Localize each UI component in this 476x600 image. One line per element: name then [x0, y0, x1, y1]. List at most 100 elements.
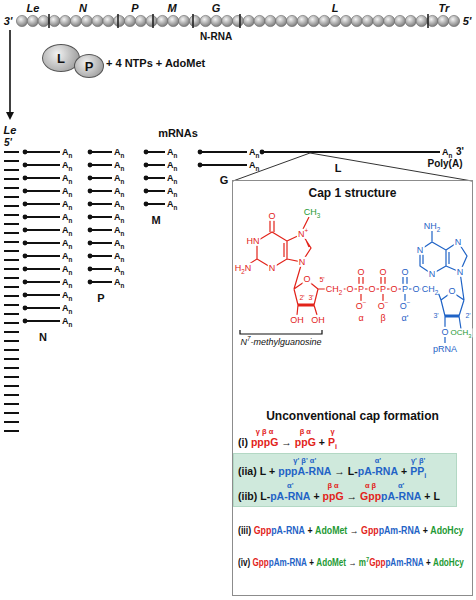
- reaction-term: →: [281, 427, 292, 449]
- text-part: m: [359, 556, 366, 568]
- text-part: A: [114, 212, 121, 222]
- cap-dot: [88, 189, 93, 194]
- nucleoprotein-bead: [448, 15, 459, 26]
- text-label: An: [62, 290, 72, 300]
- mrna-line: [25, 320, 60, 322]
- text-part: 2: [241, 268, 245, 275]
- text-part: −: [363, 299, 367, 306]
- text-label: An: [249, 160, 259, 170]
- mrna-line: [90, 190, 112, 192]
- atom-label: OH: [289, 315, 305, 325]
- reaction-text: pA-RNA: [271, 524, 305, 537]
- text-part: n: [174, 191, 178, 198]
- mrna-line: [146, 164, 165, 166]
- reaction-term: pAm-RNA: [379, 515, 420, 537]
- text-part: −: [385, 299, 389, 306]
- reaction-term: +: [309, 547, 314, 569]
- leader-rna: [4, 169, 19, 171]
- reaction-text: pA-RNA: [270, 490, 310, 503]
- reaction-text: PPi: [410, 465, 426, 478]
- reaction-text: pppG: [251, 436, 278, 449]
- atom-label: CH2: [325, 284, 344, 294]
- mrna-line: [90, 268, 112, 270]
- text-label: L: [335, 162, 342, 175]
- cap-dot: [23, 150, 28, 155]
- mrna-line: [25, 268, 60, 270]
- mrna-line: [25, 216, 60, 218]
- reaction-text: AdoMet: [316, 556, 346, 569]
- atom-label: CH2: [421, 284, 440, 294]
- cap-dot: [23, 215, 28, 220]
- cap-dot: [23, 189, 28, 194]
- text-label: An: [167, 199, 177, 209]
- text-part: A: [62, 212, 69, 222]
- text-part: H: [235, 263, 242, 273]
- reaction-text: Gpp: [369, 556, 385, 569]
- atom-label: N: [454, 237, 463, 247]
- cap-dot: [88, 176, 93, 181]
- text-part: NH: [424, 221, 437, 231]
- reaction-text: +: [307, 524, 312, 537]
- nucleoprotein-bead: [351, 15, 362, 26]
- text-label: An: [62, 147, 72, 157]
- genome-beads: [16, 15, 459, 26]
- text-part: n: [69, 243, 73, 250]
- phosphate-position: α β: [365, 481, 376, 490]
- atom-label: N+: [297, 229, 309, 239]
- reaction-term: β αppG: [323, 481, 344, 503]
- reaction-text: ppG: [295, 436, 316, 449]
- mrna-line: [25, 281, 60, 283]
- reaction-row: (iii)GpppA-RNA+AdoMet→GpppAm-RNA+AdoHcy: [238, 515, 466, 537]
- nucleoprotein-bead: [384, 15, 395, 26]
- reaction-term: AdoMet: [316, 547, 346, 569]
- text-part: 7: [247, 335, 251, 342]
- box-heading: Unconventional cap formation: [233, 409, 472, 423]
- inset-box: Cap 1 structureUnconventional cap format…: [232, 180, 473, 596]
- text-part: n: [69, 269, 73, 276]
- reaction-text: L-: [260, 490, 270, 503]
- text-part: N: [240, 337, 247, 347]
- cap-dot: [23, 254, 28, 259]
- mrna-line: [25, 190, 60, 192]
- reaction-text: AdoMet: [315, 524, 347, 537]
- text-part: n: [69, 256, 73, 263]
- reaction-text: (iv): [238, 556, 250, 569]
- reaction-term: pAm-RNA: [385, 547, 423, 569]
- cap-dot: [144, 163, 149, 168]
- reaction-text: +: [313, 490, 319, 503]
- arrow-line: [9, 30, 11, 112]
- text-part: A: [114, 199, 121, 209]
- text-part: n: [121, 217, 125, 224]
- atom-label: O: [400, 267, 409, 277]
- polymerase-oval: P: [74, 54, 104, 78]
- text-part: O: [400, 301, 407, 311]
- text-label: 3': [308, 294, 313, 302]
- reaction-term: Gpp: [361, 515, 379, 537]
- mrna-line: [25, 229, 60, 231]
- text-part: A: [249, 147, 256, 157]
- cap-dot: [23, 228, 28, 233]
- reaction-term: m7: [359, 547, 369, 569]
- phosphate-position: β α: [300, 427, 311, 436]
- atom-label: O: [345, 284, 354, 294]
- leader-rna: [4, 412, 19, 414]
- reaction-term: L: [260, 456, 266, 478]
- text-part: A: [167, 160, 174, 170]
- mrna-line: [90, 229, 112, 231]
- text-part: A: [249, 160, 256, 170]
- text-part: A: [62, 199, 69, 209]
- text-part: -methylguanosine: [250, 337, 321, 347]
- nucleoprotein-bead: [438, 15, 449, 26]
- cap-dot: [88, 280, 93, 285]
- phosphate-position: α': [375, 456, 381, 465]
- text-label: An: [114, 238, 124, 248]
- text-part: n: [69, 178, 73, 185]
- text-label: An: [62, 225, 72, 235]
- cap-dot: [23, 202, 28, 207]
- text-label: N7-methylguanosine: [240, 337, 321, 347]
- atom-label: N: [416, 245, 425, 255]
- reaction-term: γ' β' α'pppA-RNA: [278, 456, 331, 478]
- cap-dot: [88, 215, 93, 220]
- reaction-row: (iv)GpppAm-RNA+AdoMet→m7GpppAm-RNA+AdoHc…: [238, 547, 466, 569]
- text-part: i: [424, 471, 426, 480]
